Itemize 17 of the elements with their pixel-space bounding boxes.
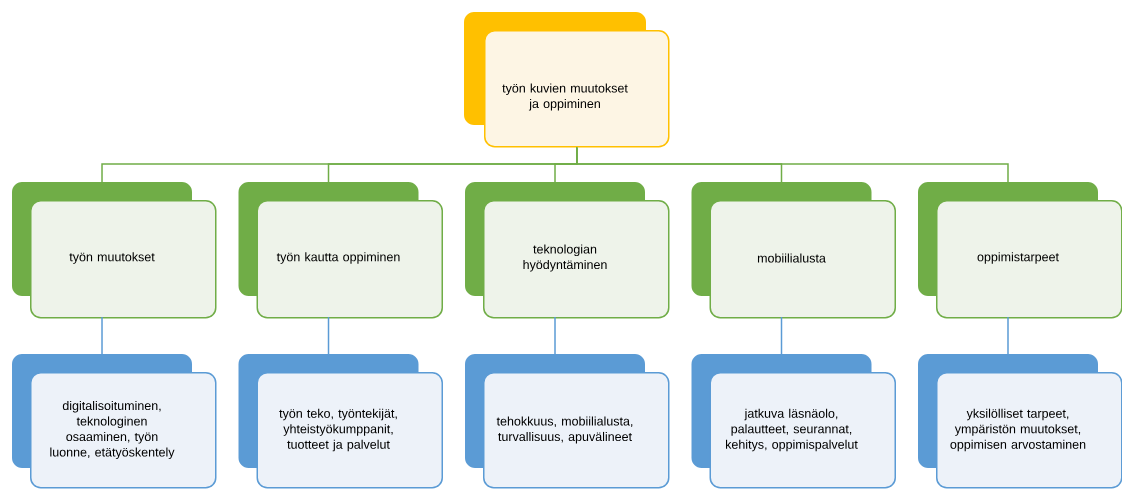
connector-line — [1007, 316, 1009, 355]
layered-box: mobiilialusta — [691, 182, 896, 319]
layered-box: digitalisoituminen, teknologinen osaaminen, työn luonne, etätyöskentely — [12, 354, 217, 489]
connector-line — [327, 316, 330, 355]
layered-box: teknologian hyödyntäminen — [465, 182, 670, 319]
layered-box: työn kautta oppiminen — [238, 182, 443, 319]
layered-box: tehokkuus, mobiilialusta, turvallisuus, apuvälineet — [465, 354, 670, 489]
connector-line — [554, 316, 556, 355]
connector-line — [101, 316, 103, 355]
layered-box: jatkuva läsnäolo, palautteet, seurannat, kehitys, oppimispalvelut — [691, 354, 896, 489]
layered-box: työn kuvien muutokset ja oppiminen — [464, 12, 670, 148]
connector-line — [576, 146, 1009, 183]
layered-box: yksilölliset tarpeet, ympäristön muutokset, oppimisen arvostaminen — [918, 354, 1122, 489]
connector-line — [780, 316, 783, 355]
layered-box: työn teko, työntekijät, yhteistyökumppanit, tuotteet ja palvelut — [238, 354, 443, 489]
layered-box: työn muutokset — [12, 182, 217, 319]
layered-box: oppimistarpeet — [918, 182, 1122, 319]
